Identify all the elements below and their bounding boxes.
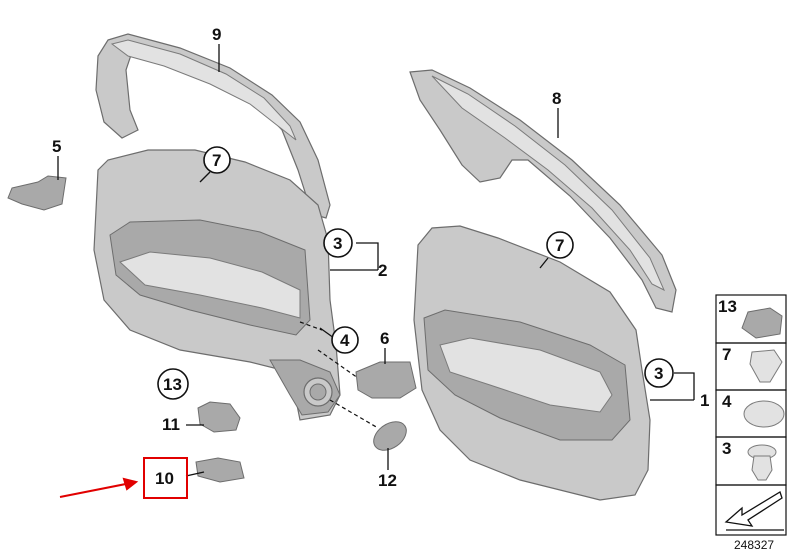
assembly-line-clip bbox=[317, 349, 359, 379]
assembly-line-screw bbox=[299, 321, 323, 331]
callout-11: 11 bbox=[162, 415, 180, 434]
direction-arrow-icon bbox=[724, 491, 784, 531]
callout-3b-circle bbox=[644, 358, 674, 388]
expanding-rivet-icon bbox=[747, 444, 777, 481]
part-9-window-frame-trim bbox=[95, 33, 331, 219]
part-2-left-door-panel bbox=[93, 149, 341, 421]
red-pointer-arrow-icon bbox=[59, 477, 139, 498]
callout-12: 12 bbox=[378, 471, 397, 490]
assembly-line-cap bbox=[329, 399, 379, 429]
part-8-pillar-trim bbox=[409, 69, 677, 313]
callout-13-circle bbox=[157, 368, 189, 400]
diagram-number: 248327 bbox=[734, 538, 774, 552]
callout-3b: 3 bbox=[654, 364, 663, 383]
part-1-right-door-panel bbox=[413, 225, 651, 501]
callout-13: 13 bbox=[163, 375, 182, 394]
leader-4 bbox=[319, 327, 335, 339]
leader-2 bbox=[330, 242, 379, 271]
callout-7b: 7 bbox=[555, 236, 564, 255]
leader-7a bbox=[199, 171, 211, 183]
callout-7b-circle bbox=[546, 231, 574, 259]
callout-6: 6 bbox=[380, 329, 389, 348]
legend-label-3: 3 bbox=[722, 439, 731, 458]
part-6-clip bbox=[355, 361, 417, 399]
legend-label-7: 7 bbox=[722, 345, 731, 364]
callout-4-circle bbox=[331, 326, 359, 354]
legend-label-4: 4 bbox=[722, 392, 732, 411]
callout-3a: 3 bbox=[333, 234, 342, 253]
part-10-clip bbox=[195, 457, 245, 483]
trim-clip-icon bbox=[741, 307, 783, 339]
callout-7a: 7 bbox=[212, 151, 221, 170]
leader-1 bbox=[650, 372, 695, 401]
part-12-round-cap bbox=[373, 421, 407, 451]
legend-table: 13 7 4 3 bbox=[715, 294, 787, 536]
callout-7a-circle bbox=[203, 146, 231, 174]
part-11-clip bbox=[197, 401, 241, 433]
callout-10-highlight-box bbox=[143, 457, 188, 499]
part-5-bracket bbox=[7, 175, 67, 211]
callout-4: 4 bbox=[340, 331, 350, 350]
metal-clip-icon bbox=[749, 349, 783, 383]
callout-9: 9 bbox=[212, 25, 221, 44]
callout-3a-circle bbox=[323, 228, 353, 258]
leader-10 bbox=[185, 471, 205, 477]
callout-2: 2 bbox=[378, 261, 387, 280]
callout-10: 10 bbox=[155, 469, 174, 488]
callout-1: 1 bbox=[700, 391, 709, 410]
leader-7b bbox=[539, 257, 549, 269]
legend-label-13: 13 bbox=[718, 297, 737, 316]
callout-5: 5 bbox=[52, 137, 61, 156]
callout-8: 8 bbox=[552, 89, 561, 108]
round-cap-icon bbox=[743, 400, 785, 428]
